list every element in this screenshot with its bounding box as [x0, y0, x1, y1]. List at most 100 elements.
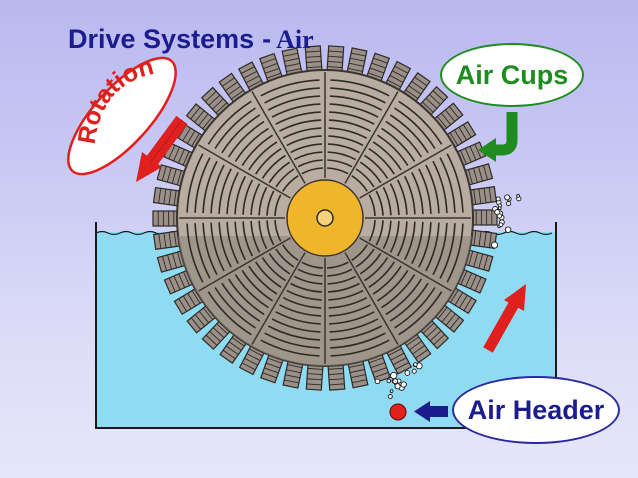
media-slot	[218, 168, 232, 214]
media-slot	[271, 103, 321, 118]
media-slot	[389, 183, 400, 216]
air-bubble	[392, 378, 399, 385]
media-slot	[446, 223, 464, 283]
media-slot	[267, 95, 321, 111]
media-slot	[250, 220, 261, 253]
media-slot	[328, 135, 364, 147]
rotor-spoke	[251, 252, 306, 345]
rotor-spoke	[251, 91, 306, 184]
title-main: Drive Systems	[68, 24, 255, 54]
media-slot	[328, 127, 368, 140]
media-slot	[403, 221, 416, 261]
air-cup	[281, 47, 303, 78]
media-slot	[327, 282, 360, 293]
media-slot	[275, 248, 295, 268]
media-slot	[275, 111, 321, 125]
air-bubble	[491, 241, 499, 249]
air-bubble	[504, 226, 512, 233]
rotor-spoke	[344, 91, 399, 184]
media-slot	[327, 151, 357, 161]
media-slot	[330, 87, 386, 104]
media-slot	[403, 175, 416, 215]
media-slot	[446, 153, 464, 213]
air-bubble	[374, 378, 381, 385]
media-slot	[329, 95, 383, 111]
air-bubble	[506, 201, 512, 207]
media-slot	[268, 252, 291, 275]
media-slot	[327, 275, 357, 285]
media-slot	[293, 275, 323, 285]
media-slot	[351, 244, 368, 261]
air-bubble	[413, 362, 418, 367]
media-slot	[248, 141, 278, 171]
media-slot	[282, 296, 322, 309]
media-slot	[411, 221, 424, 264]
media-slot	[439, 157, 456, 213]
air-cup	[152, 210, 180, 227]
air-bubble	[394, 383, 401, 390]
media-slot	[214, 107, 256, 149]
media-slot	[202, 222, 218, 276]
media-slot	[227, 120, 265, 158]
media-slot	[368, 194, 376, 217]
media-slot	[389, 220, 400, 253]
air-bubble	[495, 196, 501, 202]
media-slot	[385, 120, 423, 158]
media-slot	[241, 269, 274, 302]
media-slot	[279, 304, 322, 317]
media-slot	[330, 339, 390, 357]
media-slot	[375, 220, 384, 246]
air-cup	[173, 287, 206, 316]
air-bubbles	[374, 194, 522, 399]
air-bubble	[411, 368, 417, 374]
air-cup	[163, 268, 196, 295]
media-slot	[372, 141, 402, 171]
media-slot	[389, 282, 429, 322]
media-slot	[328, 119, 371, 132]
media-slot	[207, 100, 252, 145]
rotor-spoke	[344, 252, 399, 345]
page-title: Drive Systems-Air	[68, 22, 314, 57]
media-slot	[241, 134, 274, 167]
air-bubble	[516, 194, 520, 198]
media-slot	[432, 160, 448, 214]
title-separator: -	[262, 24, 272, 54]
air-cup	[304, 45, 323, 74]
media-slot	[329, 318, 379, 333]
media-slot	[364, 154, 389, 179]
media-slot	[207, 291, 252, 336]
media-slot	[227, 278, 265, 316]
air-bubble	[404, 370, 411, 376]
media-slot	[329, 311, 375, 325]
air-cup	[385, 343, 413, 375]
media-slot	[271, 318, 321, 333]
rising-air-arrow-icon	[483, 284, 526, 353]
rotation-arrow-icon	[136, 115, 188, 182]
media-slot	[327, 268, 353, 277]
media-slot	[355, 168, 375, 188]
media-slot	[255, 261, 282, 288]
air-cup	[305, 362, 324, 391]
air-bubble	[390, 371, 398, 380]
media-slot	[359, 161, 382, 184]
media-slot	[411, 172, 424, 215]
media-slot	[329, 111, 375, 125]
media-slot	[382, 220, 392, 250]
rotor-spoke	[359, 144, 452, 199]
media-slot	[234, 221, 247, 261]
media-slot	[258, 220, 268, 250]
media-slot	[260, 79, 320, 97]
rotor-spoke	[359, 237, 452, 292]
air-bubble	[387, 394, 393, 399]
media-slot	[439, 223, 456, 279]
hub-axle-icon	[316, 209, 334, 227]
rotor-spoke	[198, 144, 291, 199]
media-slot	[275, 168, 295, 188]
media-slot	[282, 175, 299, 192]
media-slot	[351, 175, 368, 192]
media-slot	[418, 168, 432, 214]
rotation-oval	[67, 56, 177, 176]
air-cup	[156, 164, 188, 188]
media-slot	[385, 278, 423, 316]
media-slot	[242, 179, 254, 215]
